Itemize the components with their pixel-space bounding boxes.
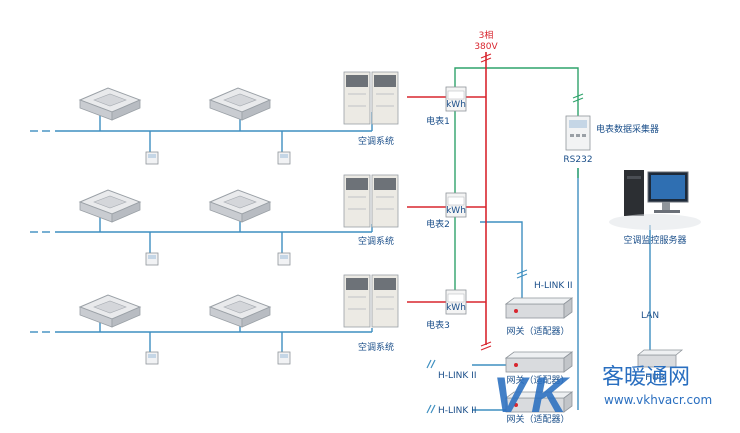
svg-text:V: V [493, 367, 530, 423]
ac-system-label-2: 空调系统 [358, 235, 394, 247]
meter-3-label: 电表3 [426, 319, 450, 331]
lan-label: LAN [641, 311, 659, 321]
pipe-lines [55, 108, 651, 411]
collector-label: 电表数据采集器 [596, 123, 659, 135]
meter-1-unit: kWh [446, 100, 466, 110]
break-marks [480, 53, 492, 351]
power-label-voltage: 380V [474, 42, 498, 52]
outdoor-units [343, 71, 399, 328]
monitoring-server [609, 170, 701, 230]
watermark-brand: 客暖通网 [602, 365, 690, 390]
meter-2-unit: kWh [446, 206, 466, 216]
rs232-label: RS232 [563, 155, 592, 165]
gateway-label-1: 网关（适配器） [506, 325, 569, 337]
gateway-label-3: 网关（适配器） [506, 413, 569, 425]
power-label-phase: 3相 [479, 29, 494, 41]
meter-1-label: 电表1 [426, 115, 450, 127]
hub [636, 349, 684, 368]
hlink-label-top: H-LINK II [534, 281, 573, 291]
meter-data-collector [565, 115, 591, 151]
ac-system-label-1: 空调系统 [358, 135, 394, 147]
svg-text:K: K [531, 367, 571, 423]
data-lines [454, 67, 579, 300]
hlink-break-marks [426, 269, 528, 414]
gateway-label-2: 网关（适配器） [506, 374, 569, 386]
data-break-marks [572, 93, 584, 103]
indoor-units [79, 87, 271, 328]
pipe-dashes [30, 130, 50, 333]
ac-system-label-3: 空调系统 [358, 341, 394, 353]
watermark-url: www.vkhvacr.com [604, 393, 712, 407]
hlink-label-bottom: H-LINK II [438, 406, 477, 416]
server-label: 空调监控服务器 [623, 234, 686, 246]
hub-label: HUB [645, 373, 665, 383]
meter-2-label: 电表2 [426, 218, 450, 230]
watermark-logo: V K [493, 367, 571, 423]
meter-3-unit: kWh [446, 303, 466, 313]
hlink-label-mid: H-LINK II [438, 371, 477, 381]
